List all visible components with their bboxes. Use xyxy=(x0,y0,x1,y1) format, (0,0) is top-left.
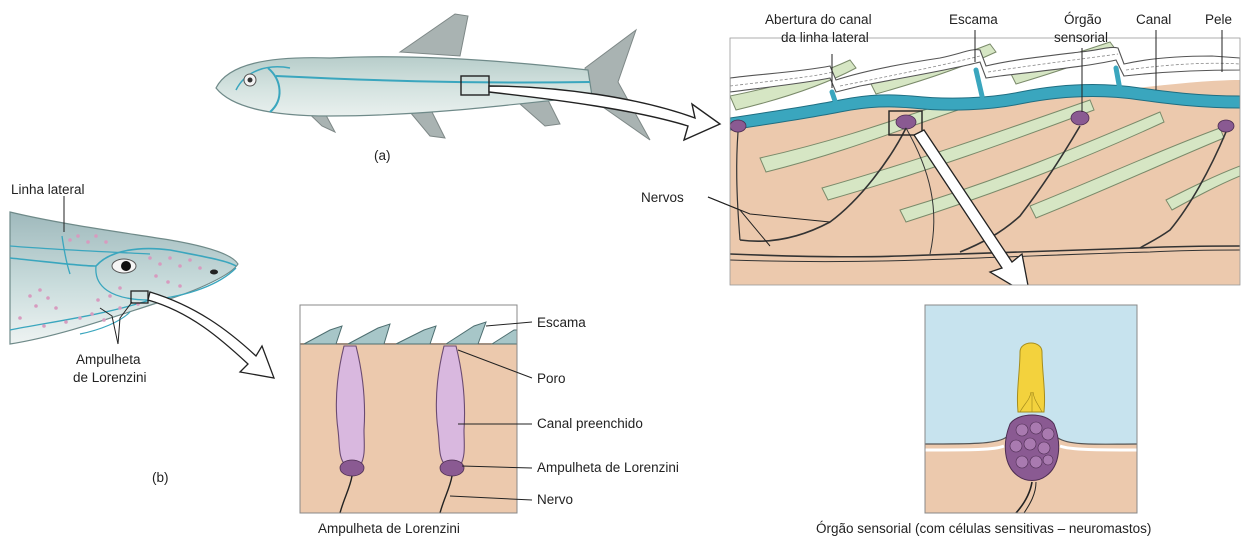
label-ampulla-1: Ampulheta xyxy=(76,352,141,367)
label-scale-a: Escama xyxy=(949,12,998,27)
label-organ-2: sensorial xyxy=(1054,30,1108,45)
shark-head-illustration xyxy=(10,212,274,378)
label-canal-opening-2: da linha lateral xyxy=(781,30,869,45)
label-canal: Canal xyxy=(1136,12,1171,27)
organ-detail-caption: Órgão sensorial (com células sensitivas … xyxy=(816,521,1151,536)
label-lateral-line: Linha lateral xyxy=(11,182,85,197)
label-canal-opening-1: Abertura do canal xyxy=(765,12,872,27)
neuromast-detail xyxy=(925,305,1137,513)
ampulla-detail xyxy=(300,305,517,513)
label-nerve: Nervo xyxy=(537,492,573,507)
label-ampulla-2: de Lorenzini xyxy=(73,370,147,385)
zoom-arrow-b xyxy=(148,292,274,378)
label-organ-1: Órgão xyxy=(1064,12,1102,27)
panel-b-caption: (b) xyxy=(152,470,169,485)
shark-nostril xyxy=(210,270,218,275)
label-filled-canal: Canal preenchido xyxy=(537,416,643,431)
label-scale-b: Escama xyxy=(537,315,586,330)
label-skin: Pele xyxy=(1205,12,1232,27)
label-pore: Poro xyxy=(537,371,566,386)
ampulla-detail-caption: Ampulheta de Lorenzini xyxy=(318,521,460,536)
pelvic-fin xyxy=(410,112,445,138)
tail-fin xyxy=(585,30,650,140)
dorsal-fin xyxy=(400,14,468,56)
label-ampulla-detail: Ampulheta de Lorenzini xyxy=(537,460,679,475)
cupula xyxy=(1017,343,1044,412)
bony-fish-illustration xyxy=(216,14,720,140)
panel-a-caption: (a) xyxy=(374,148,391,163)
anal-fin xyxy=(520,100,560,126)
label-nerves: Nervos xyxy=(641,190,684,205)
lateral-line-section xyxy=(730,38,1240,296)
